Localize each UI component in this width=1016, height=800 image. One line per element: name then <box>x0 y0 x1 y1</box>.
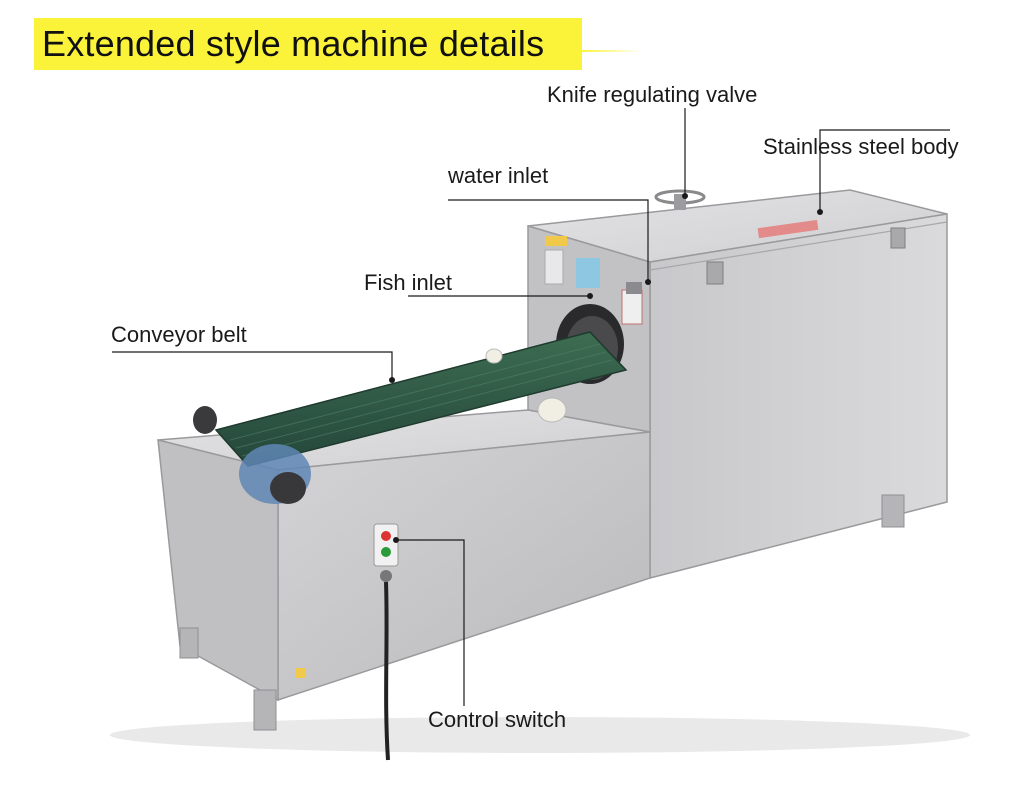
leg-front-right <box>253 689 277 731</box>
callout-lines <box>112 108 950 706</box>
belt-roller <box>270 472 306 504</box>
red-text-label <box>621 289 643 325</box>
title-fade-line <box>582 50 642 52</box>
blue-label <box>576 258 600 288</box>
stop-button <box>381 531 391 541</box>
fish-piece-1 <box>537 397 567 423</box>
leader-conveyor-belt <box>112 351 393 380</box>
leader-stainless-body <box>819 129 950 212</box>
info-plate <box>544 249 564 285</box>
callout-knife-valve: Knife regulating valve <box>547 82 758 107</box>
leader-water-inlet <box>448 199 649 282</box>
callout-water-inlet: water inlet <box>448 163 549 188</box>
floor-shadow <box>110 717 970 753</box>
power-cable <box>384 581 390 761</box>
belt-end-roller <box>193 406 217 434</box>
page-title: Extended style machine details <box>42 23 545 64</box>
water-inlet-fitting <box>626 282 642 294</box>
cabinet-leg-right <box>881 494 905 528</box>
cable-gland <box>380 570 392 582</box>
yellow-label <box>545 236 567 246</box>
latch-right <box>890 227 906 249</box>
fish-piece-2 <box>485 348 503 364</box>
control-switch-box <box>373 523 399 567</box>
start-button <box>381 547 391 557</box>
small-sticker <box>296 668 306 678</box>
leader-control-switch <box>396 539 465 706</box>
latch-left <box>706 261 724 285</box>
conveyor-belt <box>214 331 628 467</box>
warning-label <box>757 219 819 239</box>
title-banner <box>34 18 582 70</box>
callout-control-switch: Control switch <box>428 707 567 732</box>
callout-stainless-body: Stainless steel body <box>763 134 959 159</box>
leg-front-left <box>179 627 199 659</box>
callout-fish-inlet: Fish inlet <box>364 270 453 295</box>
callout-conveyor-belt: Conveyor belt <box>111 322 247 347</box>
